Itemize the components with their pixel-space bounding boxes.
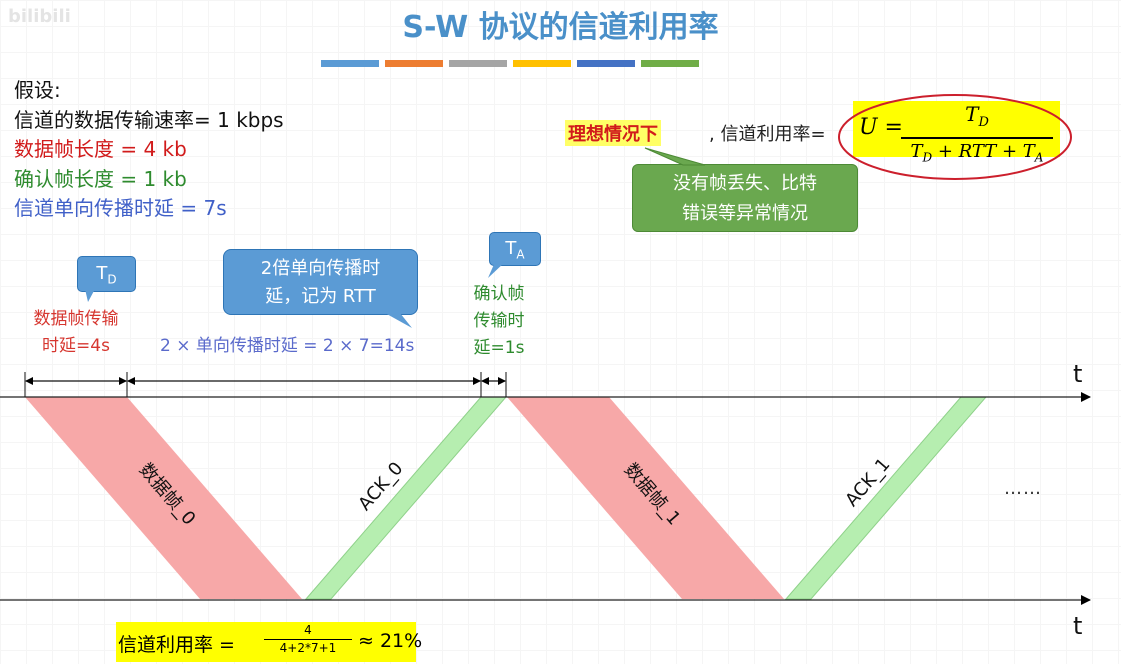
utilization-result: 信道利用率 = 4 4+2*7+1 ≈ 21% xyxy=(116,622,422,662)
ack-1-band xyxy=(784,396,988,600)
assumption-prop-delay: 信道单向传播时延 = 7s xyxy=(14,196,227,220)
ideal-case-highlight: 理想情况下 xyxy=(565,120,661,146)
result-prefix: 信道利用率 = xyxy=(118,634,235,656)
rtt-callout: 2倍单向传播时 延，记为 RTT xyxy=(223,249,418,315)
td-callout-sub: D xyxy=(107,272,117,287)
ta-duration-line1: 确认帧 xyxy=(473,284,525,304)
ideal-utilization-label: , 信道利用率= xyxy=(709,124,826,145)
watermark: bilibili xyxy=(8,6,71,27)
title-color-bar xyxy=(513,60,571,67)
result-numerator: 4 xyxy=(304,623,312,637)
td-callout-tail xyxy=(85,289,95,302)
formula-fraction-line xyxy=(901,137,1053,139)
result-denominator: 4+2*7+1 xyxy=(279,641,337,655)
assumption-rate: 信道的数据传输速率= 1 kbps xyxy=(14,107,284,132)
title-color-bar xyxy=(321,60,379,67)
no-error-callout: 没有帧丢失、比特 错误等异常情况 xyxy=(632,164,858,232)
assumptions-block: 假设: 信道的数据传输速率= 1 kbps 数据帧长度 = 4 kb 确认帧长度… xyxy=(14,76,284,224)
title-color-bar xyxy=(449,60,507,67)
td-callout: TD xyxy=(77,256,136,292)
ta-callout-sub: A xyxy=(516,247,525,262)
ta-callout-tail xyxy=(488,262,505,278)
result-fraction: 4 4+2*7+1 xyxy=(264,623,352,656)
rtt-callout-line2: 延，记为 RTT xyxy=(265,286,376,307)
result-fraction-line xyxy=(264,639,352,640)
rtt-duration-label: 2 × 单向传播时延 = 2 × 7=14s xyxy=(160,336,415,356)
green-callout-tail xyxy=(644,147,706,166)
title-color-bar xyxy=(641,60,699,67)
ack-0-band xyxy=(304,396,508,600)
assumptions-heading: 假设: xyxy=(14,78,61,102)
td-duration-line2: 时延=4s xyxy=(42,336,110,356)
data-frame-0-band xyxy=(25,397,302,599)
result-approx: ≈ 21% xyxy=(358,630,423,652)
sender-axis-label: t xyxy=(1073,360,1083,388)
receiver-axis-label: t xyxy=(1073,612,1083,640)
no-error-callout-line1: 没有帧丢失、比特 xyxy=(673,173,817,194)
title-color-bar xyxy=(385,60,443,67)
td-callout-main: T xyxy=(96,263,108,284)
ta-duration-line2: 传输时 xyxy=(473,311,525,331)
assumption-ack-frame: 确认帧长度 = 1 kb xyxy=(14,166,187,191)
ta-callout: TA xyxy=(489,232,541,266)
data-frame-1-band xyxy=(507,397,784,599)
ta-duration-label: 确认帧 传输时 延=1s xyxy=(468,281,530,362)
formula-lhs: U = xyxy=(859,115,903,140)
assumption-data-frame: 数据帧长度 = 4 kb xyxy=(14,137,187,161)
formula-highlight-ellipse xyxy=(838,94,1072,180)
rtt-callout-tail xyxy=(385,313,412,328)
continuation-ellipsis: …… xyxy=(1004,478,1042,499)
title-color-bar xyxy=(577,60,635,67)
page-title: S-W 协议的信道利用率 xyxy=(402,10,719,45)
no-error-callout-line2: 错误等异常情况 xyxy=(682,203,808,224)
formula-denominator: TD + RTT + TA xyxy=(910,141,1044,165)
utilization-formula: U = TD TD + RTT + TA xyxy=(853,101,1060,165)
ta-duration-line3: 延=1s xyxy=(473,338,525,358)
rtt-callout-line1: 2倍单向传播时 xyxy=(260,258,381,279)
td-duration-line1: 数据帧传输 xyxy=(33,309,119,329)
formula-fraction: TD TD + RTT + TA xyxy=(897,101,1057,170)
formula-numerator: TD xyxy=(965,102,989,130)
ta-callout-main: T xyxy=(505,238,517,259)
td-duration-label: 数据帧传输 时延=4s xyxy=(25,306,127,360)
